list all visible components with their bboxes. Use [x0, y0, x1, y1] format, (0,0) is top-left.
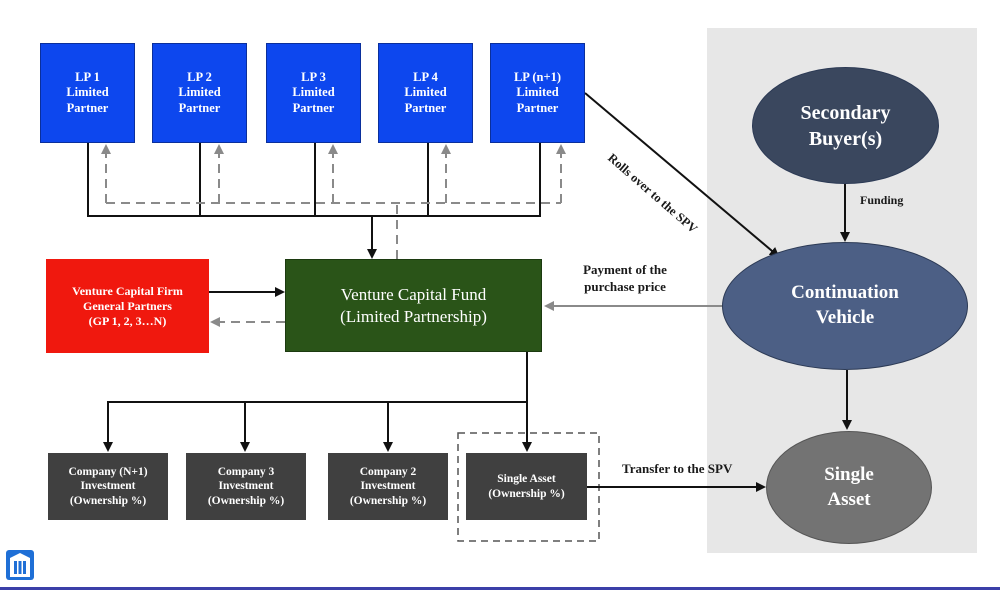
rolls-over-arrow [584, 92, 780, 258]
bottom-rule [0, 587, 1000, 590]
fund-investment-lines [103, 352, 532, 452]
company-3-box: Company 3 Investment (Ownership %) [186, 453, 306, 520]
single-asset-spv-node: Single Asset [766, 431, 932, 544]
single-asset-box: Single Asset (Ownership %) [466, 453, 587, 520]
lp-box-1: LP 1 Limited Partner [40, 43, 135, 143]
lp-return-lines [101, 144, 566, 259]
funding-label: Funding [860, 193, 904, 207]
lp-box-n1: LP (n+1) Limited Partner [490, 43, 585, 143]
lp-capital-lines [87, 143, 541, 259]
transfer-label: Transfer to the SPV [622, 461, 733, 476]
lp-box-4: LP 4 Limited Partner [378, 43, 473, 143]
building-logo-icon [6, 550, 34, 580]
fund-box: Venture Capital Fund (Limited Partnershi… [285, 259, 542, 352]
company-2-box: Company 2 Investment (Ownership %) [328, 453, 448, 520]
secondary-buyers-node: Secondary Buyer(s) [752, 67, 939, 184]
payment-label: Payment of the purchase price [583, 262, 667, 294]
lp-box-2: LP 2 Limited Partner [152, 43, 247, 143]
lp-box-3: LP 3 Limited Partner [266, 43, 361, 143]
gp-box: Venture Capital Firm General Partners (G… [46, 259, 209, 353]
company-n1-box: Company (N+1) Investment (Ownership %) [48, 453, 168, 520]
continuation-vehicle-node: Continuation Vehicle [722, 242, 968, 370]
